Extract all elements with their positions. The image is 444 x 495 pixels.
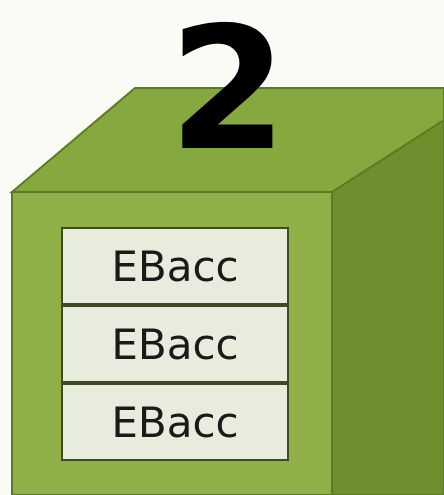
slot-box <box>61 383 289 461</box>
big-number: 2 <box>169 0 287 189</box>
slot-label: EBacc <box>111 242 238 291</box>
slot-label: EBacc <box>111 398 238 447</box>
slot-stack: EBacc EBacc EBacc <box>61 227 289 461</box>
slot-box <box>61 305 289 383</box>
slot-box <box>61 227 289 305</box>
slot-label: EBacc <box>111 320 238 369</box>
